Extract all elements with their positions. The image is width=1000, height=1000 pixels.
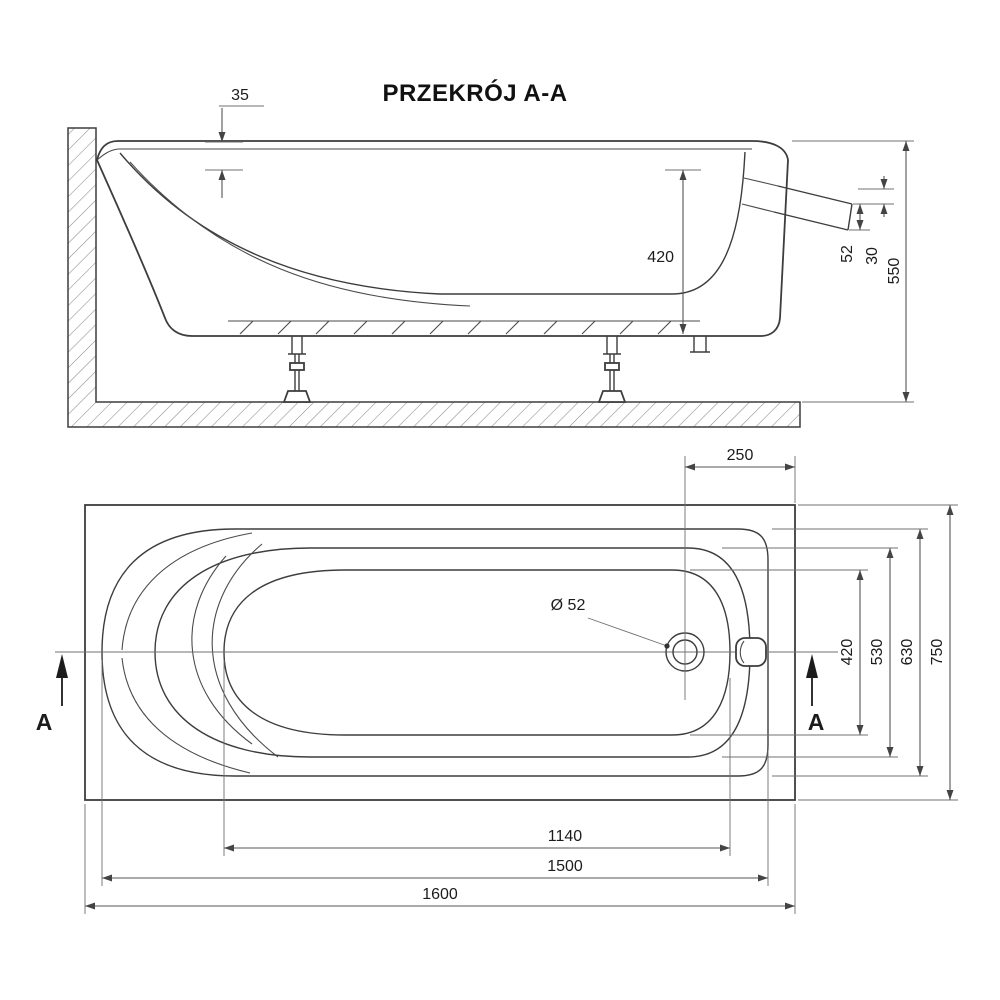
dimension-total-height: 550: [792, 140, 914, 403]
dimension-length-total: 1600: [84, 804, 796, 914]
dim-length-bottom-label: 1140: [548, 828, 583, 845]
dim-drain-from-edge-label: 250: [727, 447, 754, 464]
drain-outlet-stub: [690, 336, 710, 353]
dimension-length-bottom: 1140: [223, 660, 731, 856]
dim-width-rim-label: 630: [899, 639, 916, 666]
dimension-overflow-offset: 30: [858, 176, 894, 265]
dimension-width-inner: 530: [722, 547, 898, 758]
dim-rim-thickness-label: 35: [231, 87, 249, 104]
page-title: PRZEKRÓJ A-A: [382, 79, 567, 107]
dim-overflow-offset-label: 30: [864, 247, 881, 265]
wall-and-floor-hatched: [67, 127, 801, 428]
leg-right: [597, 336, 627, 403]
dim-depth-label: 420: [647, 249, 674, 266]
dimension-rim-thickness: 35: [205, 87, 264, 198]
dimension-drain-from-edge: 250: [684, 447, 796, 700]
dim-width-inner-label: 530: [869, 639, 886, 666]
tub-outer-profile: [96, 140, 789, 337]
dimension-width-rim: 630: [772, 528, 928, 777]
basin-bottom-contour: [223, 569, 731, 736]
dim-length-total-label: 1600: [422, 886, 458, 903]
section-marker-letter-left: A: [36, 709, 53, 735]
leg-left: [282, 336, 312, 403]
tub-rim-inner-edge: [96, 148, 752, 161]
dim-total-height-label: 550: [886, 258, 903, 285]
overflow-fitting: [735, 637, 767, 667]
dim-overflow-diameter-label: 52: [839, 245, 856, 263]
basin-opening-contour: [154, 547, 751, 758]
section-view: 35 420 52 30 550: [67, 87, 914, 428]
tub-rim-contour: [101, 528, 769, 777]
tub-outer-rect: [84, 504, 796, 801]
section-marker-left: A: [36, 654, 68, 735]
dim-width-bottom-label: 420: [839, 639, 856, 666]
dimension-length-inner: 1500: [101, 660, 769, 886]
section-marker-right: A: [806, 654, 824, 735]
dim-width-total-label: 750: [929, 639, 946, 666]
support-frame-hatch: [239, 320, 672, 335]
tub-bowl-far-edge: [129, 161, 471, 307]
dimension-width-bottom: 420: [690, 569, 868, 736]
headrest-contour-curves: [121, 532, 279, 774]
dimension-depth: 420: [647, 169, 701, 334]
plan-view: Ø 52 A A 250 420: [36, 447, 958, 914]
drain-diameter-label: Ø 52: [551, 597, 586, 614]
section-marker-letter-right: A: [808, 709, 825, 735]
drain-diameter-callout: Ø 52: [551, 597, 670, 649]
dimension-width-total: 750: [798, 504, 958, 801]
dim-length-inner-label: 1500: [547, 858, 583, 875]
overflow-pipe: [741, 177, 853, 231]
